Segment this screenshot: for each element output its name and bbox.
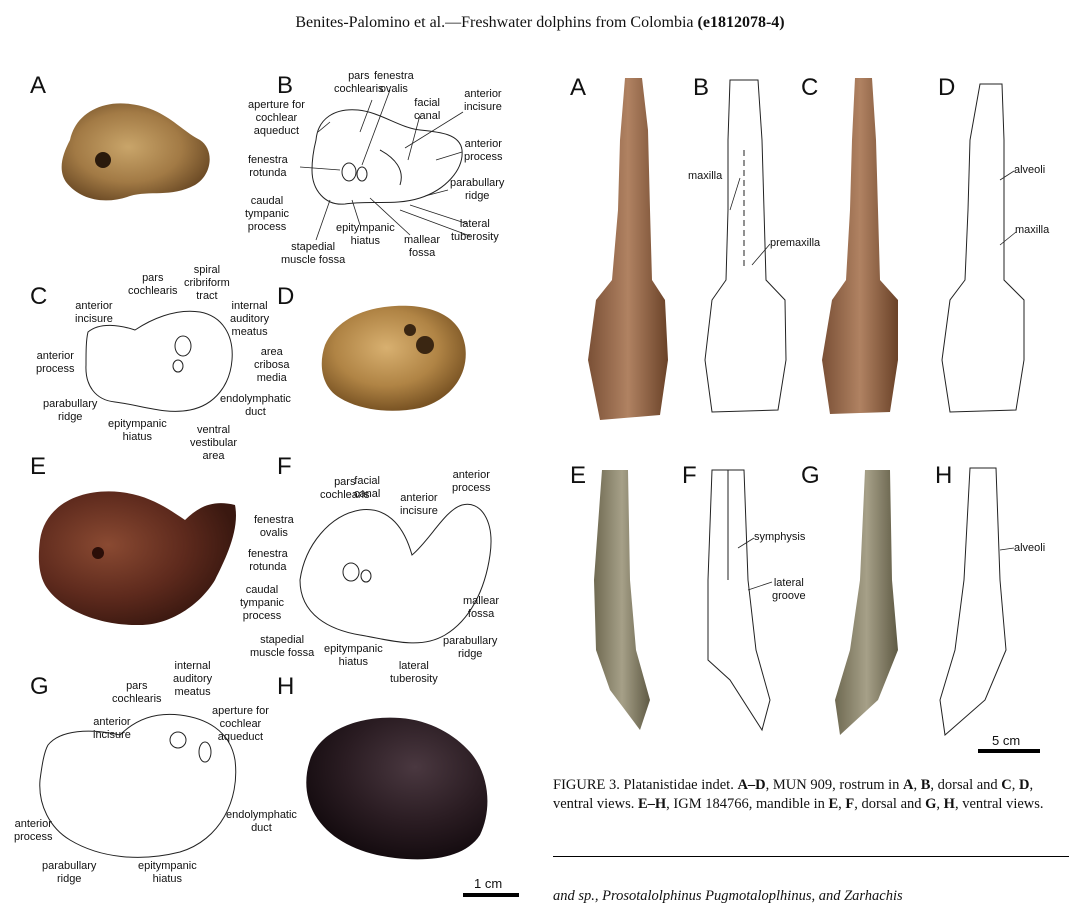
photo-D-periotic (321, 305, 466, 411)
panel-letter-left-D: D (277, 283, 295, 310)
running-header: Benites-Palomino et al.—Freshwater dolph… (0, 14, 1080, 32)
panel-letter-left-H: H (277, 673, 295, 700)
panel-letter-right-H: H (935, 462, 953, 489)
scale-bar-right (978, 749, 1040, 753)
panel-letter-right-A: A (570, 74, 587, 101)
drawing-C-periotic (85, 310, 233, 412)
label-right-premaxilla: premaxilla (770, 237, 821, 249)
drawing-F-periotic (299, 503, 492, 644)
label-right-symphysis: symphysis (754, 531, 806, 543)
photo-A-rostrum (588, 78, 668, 420)
panel-letter-right-E: E (570, 462, 587, 489)
scale-bar-left (463, 893, 519, 897)
drawing-D-rostrum (941, 83, 1025, 413)
label-right-alveoli-D: alveoli (1014, 164, 1046, 176)
panel-letter-left-C: C (30, 283, 48, 310)
scale-label-right: 5 cm (992, 733, 1021, 748)
photo-E-periotic (38, 491, 236, 626)
body-text-cutoff: and sp., Prosotalolphinus Pugmotaloplhin… (553, 888, 903, 904)
panel-letter-left-A: A (30, 72, 47, 99)
panel-letter-right-D: D (938, 74, 956, 101)
photo-C-rostrum (822, 78, 898, 414)
scale-label-left: 1 cm (474, 876, 503, 891)
photo-H-periotic (306, 717, 488, 860)
panel-letter-left-B: B (277, 72, 294, 99)
panel-letter-left-F: F (277, 453, 292, 480)
drawing-B-rostrum (704, 79, 787, 413)
photo-A-periotic (61, 103, 210, 201)
panel-letter-left-E: E (30, 453, 47, 480)
drawing-F-mandible (707, 469, 771, 732)
panel-letter-right-G: G (801, 462, 820, 489)
photo-E-mandible (594, 470, 650, 730)
panel-letter-right-F: F (682, 462, 697, 489)
label-right-maxilla-B: maxilla (688, 170, 723, 182)
label-right-maxilla-D: maxilla (1015, 224, 1050, 236)
photo-G-mandible (835, 470, 898, 735)
panel-letter-right-B: B (693, 74, 710, 101)
drawing-G-periotic (39, 713, 237, 858)
leader-lines (299, 89, 1017, 591)
drawing-B-periotic (311, 109, 463, 205)
article-code: (e1812078-4) (697, 14, 785, 31)
panel-letter-right-C: C (801, 74, 819, 101)
figure-caption: FIGURE 3. Platanistidae indet. A–D, MUN … (553, 777, 1044, 812)
panel-letter-left-G: G (30, 673, 49, 700)
header-text: Benites-Palomino et al.—Freshwater dolph… (295, 14, 698, 31)
label-right-alveoli-H: alveoli (1014, 542, 1046, 554)
caption-rule (553, 856, 1069, 857)
drawing-H-mandible (939, 467, 1007, 736)
